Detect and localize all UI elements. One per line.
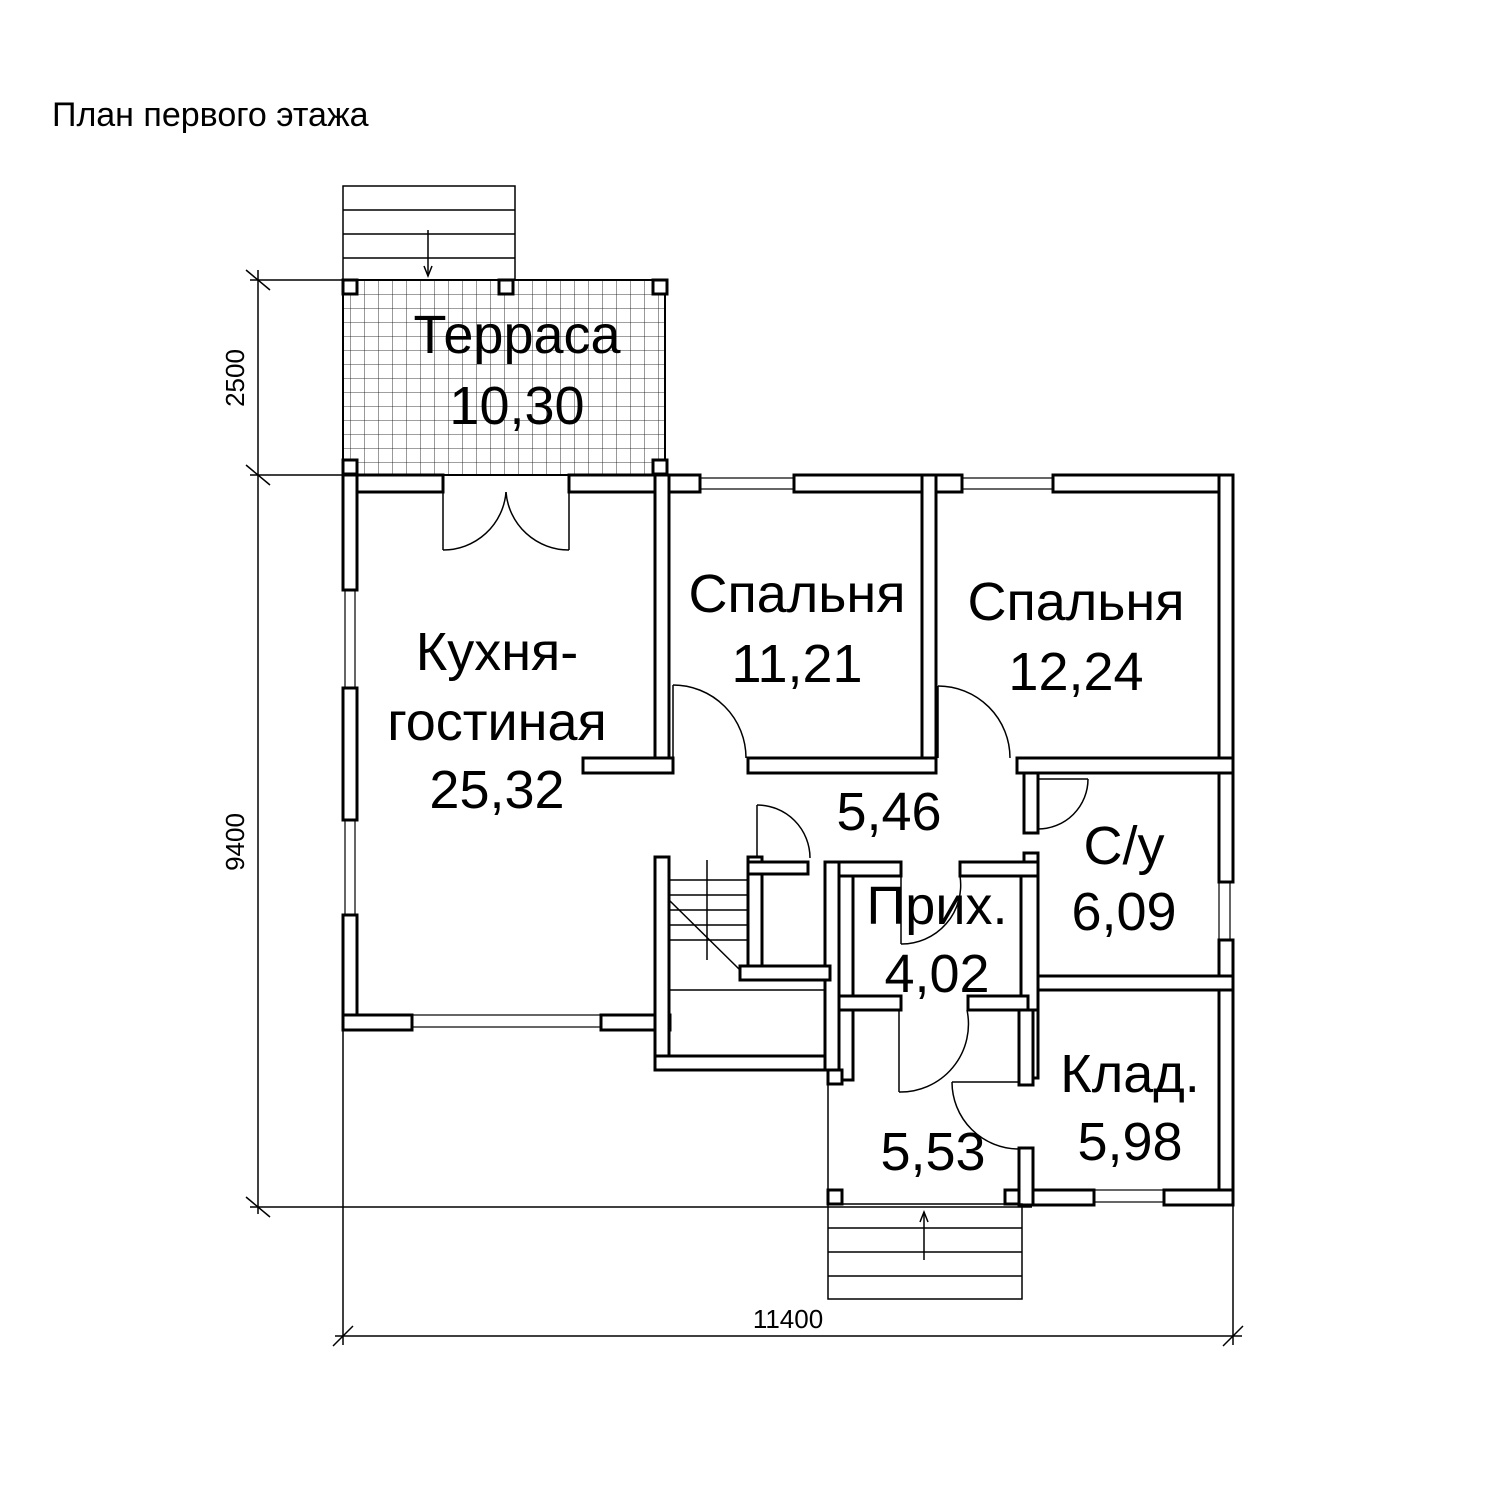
vestibule-area: 5,53 [880, 1122, 985, 1182]
kitchen-area: 25,32 [429, 760, 564, 820]
terrace [341, 278, 669, 476]
entry-name: Прих. [866, 876, 1007, 936]
doors [442, 491, 1089, 1150]
bedroom2-name: Спальня [968, 572, 1185, 632]
dim-house-depth: 9400 [220, 813, 250, 871]
dim-terrace-depth: 2500 [220, 349, 250, 407]
hall-area: 5,46 [836, 782, 941, 842]
dim-house-width: 11400 [753, 1304, 823, 1334]
bedroom1-area: 11,21 [731, 634, 862, 694]
dimension-lines [245, 269, 1244, 1347]
entry-area: 4,02 [884, 944, 989, 1004]
terrace-name: Терраса [413, 305, 621, 365]
kitchen-name-line1: Кухня- [416, 622, 579, 682]
main-staircase [668, 860, 825, 991]
terrace-stairs [342, 185, 516, 281]
porch-stairs [827, 1084, 1023, 1300]
kitchen-name-line2: гостиная [387, 692, 607, 752]
terrace-area: 10,30 [449, 376, 584, 436]
plan-title: План первого этажа [52, 96, 369, 134]
storage-name: Клад. [1060, 1044, 1200, 1104]
bedroom2-area: 12,24 [1008, 642, 1143, 702]
bedroom1-name: Спальня [689, 564, 906, 624]
bathroom-name: С/у [1084, 816, 1165, 876]
walls [341, 473, 1235, 1207]
bathroom-area: 6,09 [1071, 882, 1176, 942]
storage-area: 5,98 [1077, 1112, 1182, 1172]
room-labels: Терраса 10,30 Кухня- гостиная 25,32 Спал… [387, 305, 1200, 1182]
